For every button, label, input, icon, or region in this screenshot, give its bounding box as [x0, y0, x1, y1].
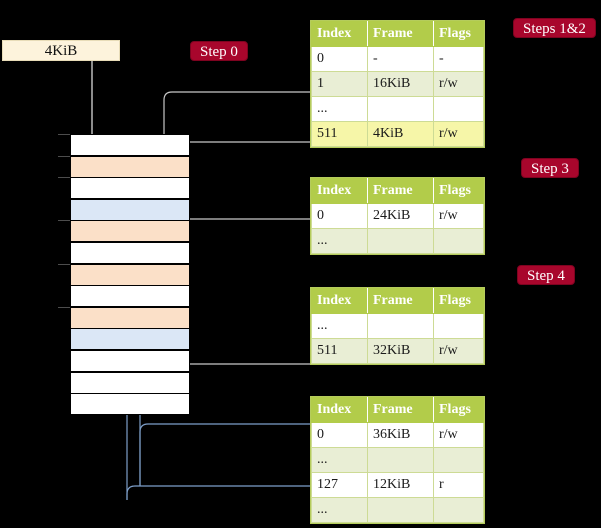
- cell-frame: -: [367, 46, 434, 72]
- wire-level1-row127-out: [126, 485, 310, 500]
- cell-flags: r: [433, 472, 484, 498]
- column-header-frame: Frame: [367, 21, 434, 47]
- cell-index: ...: [311, 313, 368, 339]
- cell-frame: [367, 497, 434, 523]
- cell-index: 0: [311, 422, 368, 448]
- cell-frame: [367, 228, 434, 254]
- cell-flags: [433, 96, 484, 122]
- wire-level2-row511-to-memory: [170, 317, 310, 365]
- cell-index: ...: [311, 447, 368, 473]
- cell-frame: 24KiB: [367, 203, 434, 229]
- table-row: ...: [311, 497, 484, 523]
- memory-frame-tick: [58, 134, 70, 135]
- cell-index: 0: [311, 46, 368, 72]
- cell-flags: [433, 313, 484, 339]
- size-label-4kib: 4KiB: [2, 40, 120, 61]
- table-row: ...: [311, 96, 484, 122]
- cell-flags: r/w: [433, 71, 484, 97]
- cell-frame: 36KiB: [367, 422, 434, 448]
- cell-index: ...: [311, 228, 368, 254]
- cell-index: 127: [311, 472, 368, 498]
- memory-frame-row: [70, 220, 190, 243]
- cell-flags: r/w: [433, 203, 484, 229]
- step-chip-step0: Step 0: [190, 41, 248, 61]
- cell-index: 1: [311, 71, 368, 97]
- memory-frame-row: [70, 393, 190, 416]
- column-header-flags: Flags: [433, 21, 484, 47]
- cell-flags: r/w: [433, 338, 484, 364]
- memory-frame-row: [70, 371, 190, 394]
- table-row: 0--: [311, 46, 484, 72]
- cell-index: 0: [311, 203, 368, 229]
- cell-index: 511: [311, 338, 368, 364]
- column-header-index: Index: [311, 178, 368, 204]
- cell-flags: r/w: [433, 422, 484, 448]
- wire-level1-row0-out: [139, 423, 310, 486]
- memory-frame-row: [70, 328, 190, 351]
- column-header-flags: Flags: [433, 288, 484, 314]
- step-chip-steps-1-2: Steps 1&2: [513, 18, 596, 38]
- memory-frame-row: [70, 177, 190, 200]
- memory-frame-tick: [58, 177, 70, 179]
- cell-index: ...: [311, 96, 368, 122]
- table-row: ...: [311, 228, 484, 254]
- cell-flags: r/w: [433, 121, 484, 147]
- memory-frame-row: [70, 263, 190, 286]
- wire-level3-row0-to-memory: [179, 218, 310, 261]
- memory-frame-row: [70, 285, 190, 308]
- memory-frame-row: [70, 155, 190, 178]
- cell-frame: 12KiB: [367, 472, 434, 498]
- cell-frame: 32KiB: [367, 338, 434, 364]
- cell-flags: [433, 228, 484, 254]
- cell-index: ...: [311, 497, 368, 523]
- memory-frame-row: [70, 198, 190, 221]
- memory-frame-row: [70, 306, 190, 329]
- column-header-flags: Flags: [433, 397, 484, 423]
- memory-frame-tick: [58, 263, 70, 265]
- column-header-frame: Frame: [367, 178, 434, 204]
- column-header-index: Index: [311, 21, 368, 47]
- cell-flags: [433, 497, 484, 523]
- memory-frame-tick: [58, 306, 70, 308]
- column-header-index: Index: [311, 397, 368, 423]
- memory-frame-row: [70, 242, 190, 264]
- memory-frame-row: [70, 134, 190, 156]
- cell-flags: -: [433, 46, 484, 72]
- step-chip-step3: Step 3: [521, 158, 579, 178]
- cell-frame: [367, 96, 434, 122]
- table-row: ...: [311, 313, 484, 339]
- memory-frame-tick: [58, 220, 70, 222]
- cell-frame: 4KiB: [367, 121, 434, 147]
- column-header-index: Index: [311, 288, 368, 314]
- column-header-flags: Flags: [433, 178, 484, 204]
- column-header-frame: Frame: [367, 397, 434, 423]
- column-header-frame: Frame: [367, 288, 434, 314]
- step-chip-step4: Step 4: [517, 265, 575, 285]
- memory-frame-tick: [58, 155, 70, 157]
- cell-frame: 16KiB: [367, 71, 434, 97]
- cell-frame: [367, 447, 434, 473]
- table-row: ...: [311, 447, 484, 473]
- memory-frame-row: [70, 350, 190, 372]
- cell-frame: [367, 313, 434, 339]
- physical-memory-column: [58, 134, 190, 416]
- cell-flags: [433, 447, 484, 473]
- cell-index: 511: [311, 121, 368, 147]
